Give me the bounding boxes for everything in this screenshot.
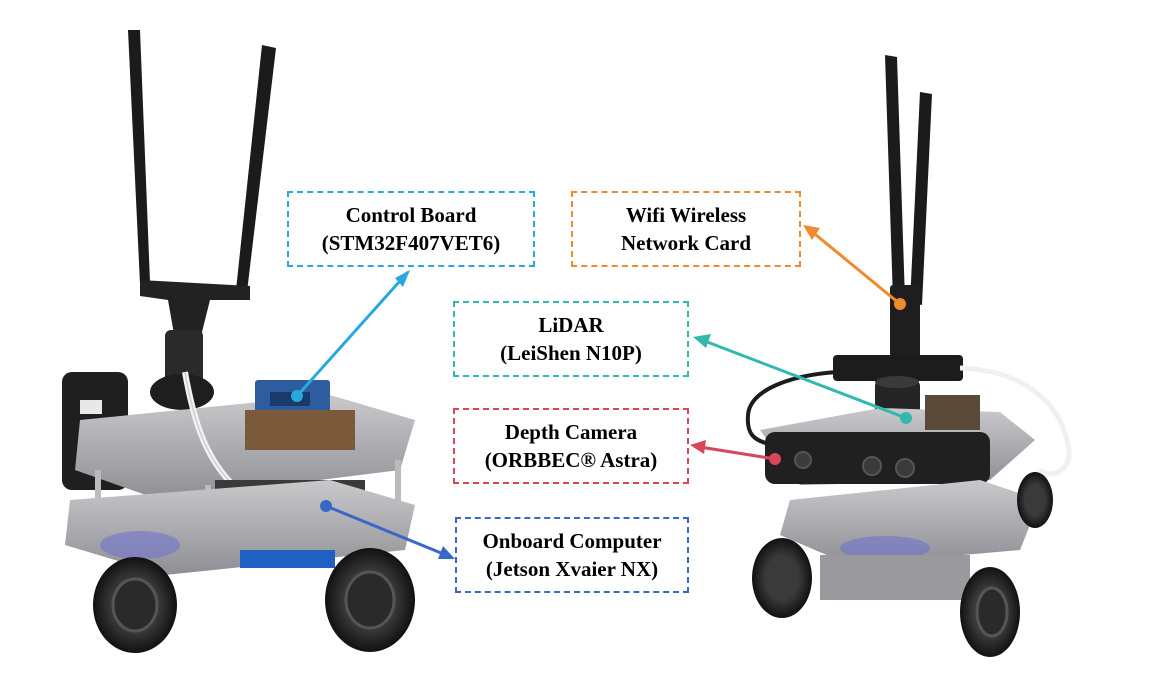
connector-onboard-computer — [320, 500, 455, 559]
left-robot — [62, 30, 415, 653]
label-depth-camera: Depth Camera (ORBBEC® Astra) — [453, 408, 689, 484]
right-antenna-1 — [885, 55, 905, 300]
label-onboard-computer: Onboard Computer (Jetson Xvaier NX) — [455, 517, 689, 593]
connector-lidar — [693, 334, 912, 424]
label-onboard-computer-line1: Onboard Computer — [482, 529, 662, 553]
left-antenna-2 — [236, 45, 276, 292]
label-wifi-line1: Wifi Wireless — [625, 203, 747, 227]
right-wheel-rear-right — [1017, 472, 1053, 528]
label-wifi: Wifi Wireless Network Card — [571, 191, 801, 267]
right-antenna-2 — [910, 92, 932, 305]
label-control-board-line1: Control Board — [345, 203, 477, 227]
left-antenna-1 — [128, 30, 150, 284]
right-wheel-front-left — [752, 538, 812, 618]
label-lidar-line2: (LeiShen N10P) — [500, 341, 642, 365]
label-control-board: Control Board (STM32F407VET6) — [287, 191, 535, 267]
label-control-board-line2: (STM32F407VET6) — [321, 231, 501, 255]
label-depth-camera-line2: (ORBBEC® Astra) — [484, 448, 658, 472]
left-wheel-rear — [325, 548, 415, 652]
label-onboard-computer-line2: (Jetson Xvaier NX) — [485, 557, 659, 581]
label-depth-camera-line1: Depth Camera — [504, 420, 638, 444]
right-wheel-front-right — [960, 567, 1020, 657]
connector-control-board — [291, 270, 410, 402]
right-robot — [745, 55, 1072, 657]
connector-wifi — [803, 225, 906, 310]
right-depth-camera — [765, 432, 990, 484]
label-lidar: LiDAR (LeiShen N10P) — [453, 301, 689, 377]
connector-depth-camera — [690, 440, 781, 465]
left-wheel-front — [93, 557, 177, 653]
label-wifi-line2: Network Card — [620, 231, 752, 255]
label-lidar-line1: LiDAR — [538, 313, 604, 337]
